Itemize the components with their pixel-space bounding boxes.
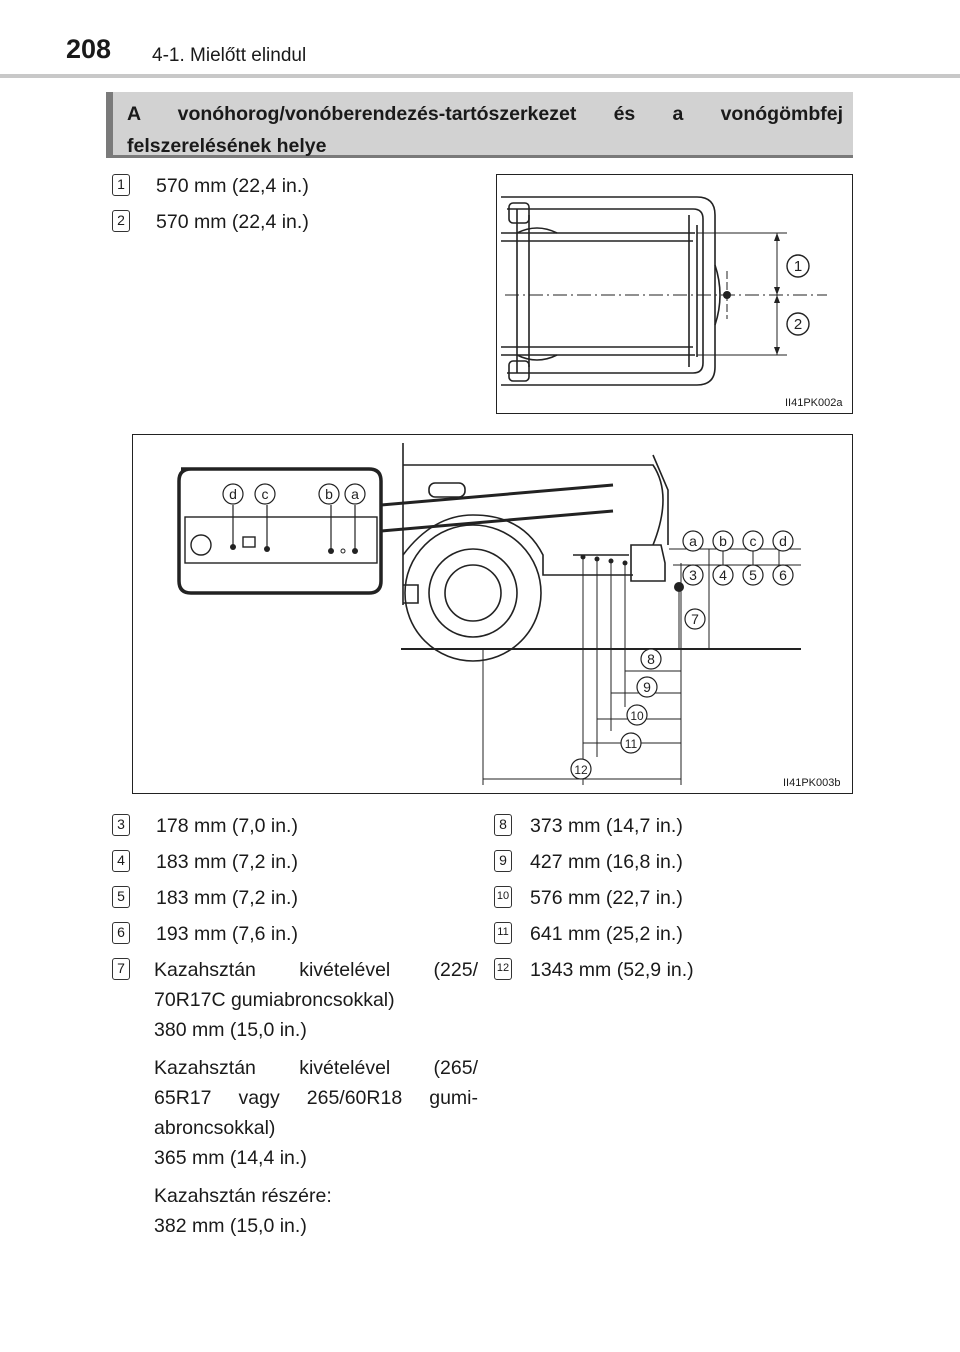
list-item: 10 576 mm (22,7 in.) xyxy=(494,884,824,914)
callout-9: 9 xyxy=(643,679,651,695)
item-text: 178 mm (7,0 in.) xyxy=(156,815,298,837)
top-view-drawing: 1 2 xyxy=(501,196,827,386)
letter-d: d xyxy=(779,533,787,549)
item-text: 427 mm (16,8 in.) xyxy=(530,851,683,873)
detail-letter-d: d xyxy=(229,486,237,502)
list-item: 11 641 mm (25,2 in.) xyxy=(494,920,824,950)
list-item: 5 183 mm (7,2 in.) xyxy=(112,884,472,914)
item-number-badge: 12 xyxy=(494,958,512,980)
list-item: 12 1343 mm (52,9 in.) xyxy=(494,956,824,986)
figure-side-view: d c b a xyxy=(132,434,853,794)
item-number-badge: 8 xyxy=(494,814,512,836)
detail-letter-c: c xyxy=(262,486,269,502)
item-number-badge: 1 xyxy=(112,174,130,196)
callout-8: 8 xyxy=(647,651,655,667)
figure-code: II41PK003b xyxy=(783,777,841,789)
detail-letter-b: b xyxy=(325,486,333,502)
item-number-badge: 6 xyxy=(112,922,130,944)
item-number-badge: 9 xyxy=(494,850,512,872)
item-text: 193 mm (7,6 in.) xyxy=(156,923,298,945)
detail-letter-a: a xyxy=(351,486,359,502)
section-title-line2: felszerelésének helye xyxy=(127,135,327,157)
letter-c: c xyxy=(750,533,757,549)
list-item: 6 193 mm (7,6 in.) xyxy=(112,920,472,950)
chapter-title: 4-1. Mielőtt elindul xyxy=(152,45,307,66)
callout-10: 10 xyxy=(630,709,644,723)
section-title-line1: A vonóhorog/vonóberendezés-tartószerkeze… xyxy=(127,103,843,125)
item7-p2-line3: abroncsokkal) xyxy=(154,1117,276,1139)
callout-4: 4 xyxy=(719,567,727,583)
list-item: 1 570 mm (22,4 in.) xyxy=(112,172,472,202)
item-text: 183 mm (7,2 in.) xyxy=(156,887,298,909)
list-item: 9 427 mm (16,8 in.) xyxy=(494,848,824,878)
item-number-badge: 11 xyxy=(494,922,512,944)
item7-p2-line4: 365 mm (14,4 in.) xyxy=(154,1147,307,1169)
item7-line3: 380 mm (15,0 in.) xyxy=(154,1019,307,1041)
list-item: 4 183 mm (7,2 in.) xyxy=(112,848,472,878)
letter-a: a xyxy=(689,533,697,549)
page-number: 208 xyxy=(66,34,112,64)
list-item: 7 xyxy=(112,956,480,986)
list-item: 3 178 mm (7,0 in.) xyxy=(112,812,472,842)
item-number-badge: 2 xyxy=(112,210,130,232)
callout-11: 11 xyxy=(625,737,638,751)
list-item: 8 373 mm (14,7 in.) xyxy=(494,812,824,842)
item-text: 183 mm (7,2 in.) xyxy=(156,851,298,873)
callout-2: 2 xyxy=(794,316,802,333)
callout-5: 5 xyxy=(749,567,757,583)
header-rule xyxy=(0,74,960,78)
item-number-badge: 10 xyxy=(494,886,512,908)
callout-12: 12 xyxy=(574,763,588,777)
item-text: 576 mm (22,7 in.) xyxy=(530,887,683,909)
callout-3: 3 xyxy=(689,567,697,583)
item-text: 1343 mm (52,9 in.) xyxy=(530,959,694,981)
figure-code: II41PK002a xyxy=(785,397,843,409)
page-header: 208 4-1. Mielőtt elindul xyxy=(0,0,960,82)
callout-6: 6 xyxy=(779,567,787,583)
side-view-drawing: d c b a xyxy=(177,443,801,785)
letter-b: b xyxy=(719,533,727,549)
item7-p3-line1: Kazahsztán részére: xyxy=(154,1185,332,1207)
item7-line2: 70R17C gumiabroncsokkal) xyxy=(154,989,395,1011)
section-title-box: A vonóhorog/vonóberendezés-tartószerkeze… xyxy=(106,92,853,158)
item-number-badge: 5 xyxy=(112,886,130,908)
item7-p2-line2: 65R17 vagy 265/60R18 gumi- xyxy=(154,1087,478,1109)
item-number-badge: 3 xyxy=(112,814,130,836)
figure-top-view: 1 2 II41PK002a xyxy=(496,174,853,414)
item7-line1: Kazahsztán kivételével (225/ xyxy=(154,959,478,981)
list-item: 2 570 mm (22,4 in.) xyxy=(112,208,472,238)
item7-p2-line1: Kazahsztán kivételével (265/ xyxy=(154,1057,478,1079)
item-number-badge: 7 xyxy=(112,958,130,980)
callout-7: 7 xyxy=(691,611,699,627)
callout-1: 1 xyxy=(794,258,802,275)
item-text: 570 mm (22,4 in.) xyxy=(156,175,309,197)
item-text: 373 mm (14,7 in.) xyxy=(530,815,683,837)
item-text: 570 mm (22,4 in.) xyxy=(156,211,309,233)
item-number-badge: 4 xyxy=(112,850,130,872)
item7-p3-line2: 382 mm (15,0 in.) xyxy=(154,1215,307,1237)
item-text: 641 mm (25,2 in.) xyxy=(530,923,683,945)
